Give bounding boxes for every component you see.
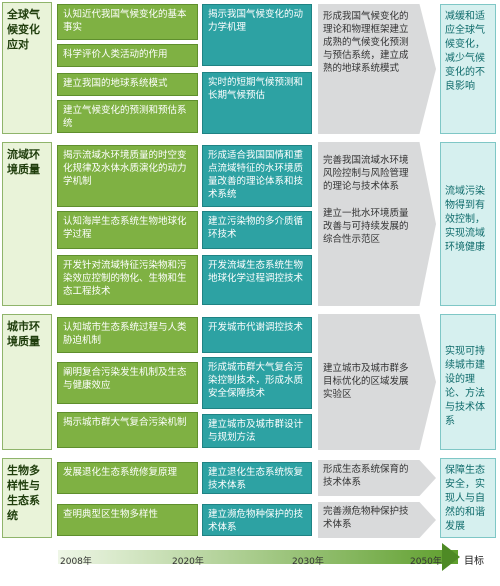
science-text: 查明典型区生物多样性 (63, 509, 159, 520)
science-box: 查明典型区生物多样性 (57, 504, 198, 536)
science-box: 揭示城市群大气复合污染机制 (57, 412, 198, 448)
goal-text: 保障生态安全，实现人与自然的和谐发展 (445, 465, 485, 532)
tech-text: 实时的短期气候预测和长期气候预估 (208, 77, 304, 101)
science-text: 揭示流域水环境质量的时空变化规律及水体水质演化的动力学机制 (63, 150, 187, 187)
science-text: 认知海岸生态系统生物地球化学过程 (63, 216, 187, 240)
category-label: 生物多样性与生态系统 (7, 464, 40, 522)
tech-text: 建立城市及城市群设计与规划方法 (208, 419, 304, 443)
system-text: 完善濒危物种保护技术体系 (323, 506, 409, 530)
category-label: 城市环境质量 (7, 320, 40, 348)
tech-text: 开发流域生态系统生物地球化学过程调控技术 (208, 260, 304, 284)
science-box: 科学评价人类活动的作用 (57, 44, 198, 67)
category-label: 全球气候变化应对 (7, 8, 40, 51)
category-label: 流域环境质量 (7, 148, 40, 176)
science-text: 科学评价人类活动的作用 (63, 49, 168, 60)
science-text: 建立我国的地球系统模式 (63, 78, 168, 89)
timeline-arrow-icon (442, 543, 460, 571)
system-text: 建立一批水环境质量改善与可持续发展的综合性示范区 (323, 208, 409, 245)
goal-water: 流域污染物得到有效控制，实现流域环境健康 (440, 142, 496, 306)
science-box: 建立我国的地球系统模式 (57, 73, 198, 96)
timeline-tick: 2020年 (172, 557, 204, 567)
category-urban: 城市环境质量 (2, 314, 52, 450)
system-chevron: 形成我国气候变化的理论和物理框架建立成熟的气候变化预测与预估系统，建立成熟的地球… (318, 4, 436, 134)
science-text: 发展退化生态系统修复原理 (63, 467, 178, 478)
timeline-tick: 2050年 (410, 557, 442, 567)
goal-climate: 减缓和适应全球气候变化，减少气候变化的不良影响 (440, 4, 496, 134)
tech-box: 形成适合我国国情和重点流域特征的水环境质量改善的理论体系和技术系统 (202, 145, 312, 207)
science-box: 揭示流域水环境质量的时空变化规律及水体水质演化的动力学机制 (57, 145, 198, 207)
science-text: 认知城市生态系统过程与人类胁迫机制 (63, 322, 187, 346)
science-box: 开发针对流域特征污染物和污染效应控制的物化、生物和生态工程技术 (57, 255, 198, 305)
system-chevron: 建立城市及城市群多目标优化的区域发展实验区 (318, 314, 436, 450)
system-chevron: 形成生态系统保育的技术体系 (318, 460, 436, 496)
science-text: 认知近代我国气候变化的基本事实 (63, 9, 187, 33)
tech-box: 开发城市代谢调控技术 (202, 317, 312, 353)
system-text: 形成我国气候变化的理论和物理框架建立成熟的气候变化预测与预估系统，建立成熟的地球… (323, 11, 409, 74)
tech-box: 揭示我国气候变化的动力学机理 (202, 4, 312, 66)
goal-urban: 实现可持续城市建设的理论、方法与技术体系 (440, 314, 496, 450)
goal-text: 减缓和适应全球气候变化，减少气候变化的不良影响 (445, 11, 485, 92)
science-box: 建立气候变化的预测和预估系统 (57, 100, 198, 133)
tech-box: 建立退化生态系统恢复技术体系 (202, 462, 312, 494)
science-text: 建立气候变化的预测和预估系统 (63, 105, 187, 129)
system-chevron: 完善濒危物种保护技术体系 (318, 502, 436, 538)
timeline-tick: 2030年 (292, 557, 324, 567)
category-water: 流域环境质量 (2, 142, 52, 306)
tech-text: 形成城市群大气复合污染控制技术，形成水质安全保障技术 (208, 362, 304, 399)
category-climate: 全球气候变化应对 (2, 2, 52, 134)
goal-bio: 保障生态安全，实现人与自然的和谐发展 (440, 458, 496, 538)
system-chevron: 完善我国流域水环境风险控制与风险管理的理论与技术体系 建立一批水环境质量改善与可… (318, 142, 436, 306)
science-box: 认知海岸生态系统生物地球化学过程 (57, 211, 198, 249)
tech-text: 揭示我国气候变化的动力学机理 (208, 9, 304, 33)
science-box: 认知近代我国气候变化的基本事实 (57, 4, 198, 40)
tech-box: 开发流域生态系统生物地球化学过程调控技术 (202, 255, 312, 305)
tech-text: 开发城市代谢调控技术 (208, 322, 304, 333)
science-box: 发展退化生态系统修复原理 (57, 462, 198, 494)
goal-text: 流域污染物得到有效控制，实现流域环境健康 (445, 186, 485, 253)
science-text: 阐明复合污染发生机制及生态与健康效应 (63, 367, 187, 391)
science-text: 揭示城市群大气复合污染机制 (63, 417, 187, 428)
science-box: 阐明复合污染发生机制及生态与健康效应 (57, 362, 198, 404)
tech-box: 建立污染物的多介质循环技术 (202, 211, 312, 249)
timeline-tick: 2008年 (60, 557, 92, 567)
science-box: 认知城市生态系统过程与人类胁迫机制 (57, 317, 198, 353)
tech-text: 形成适合我国国情和重点流域特征的水环境质量改善的理论体系和技术系统 (208, 150, 304, 200)
system-text: 建立城市及城市群多目标优化的区域发展实验区 (323, 363, 409, 400)
system-text: 完善我国流域水环境风险控制与风险管理的理论与技术体系 (323, 155, 409, 192)
tech-text: 建立退化生态系统恢复技术体系 (208, 467, 304, 491)
tech-box: 建立濒危物种保护的技术体系 (202, 504, 312, 536)
category-bio: 生物多样性与生态系统 (2, 458, 52, 538)
tech-box: 实时的短期气候预测和长期气候预估 (202, 72, 312, 134)
goal-text: 实现可持续城市建设的理论、方法与技术体系 (445, 346, 485, 427)
timeline-bar (58, 550, 458, 564)
tech-box: 建立城市及城市群设计与规划方法 (202, 414, 312, 448)
tech-text: 建立污染物的多介质循环技术 (208, 216, 304, 240)
tech-box: 形成城市群大气复合污染控制技术，形成水质安全保障技术 (202, 357, 312, 409)
system-text: 形成生态系统保育的技术体系 (323, 464, 409, 488)
timeline-goal-label: 目标 (464, 556, 484, 567)
tech-text: 建立濒危物种保护的技术体系 (208, 509, 304, 533)
science-text: 开发针对流域特征污染物和污染效应控制的物化、生物和生态工程技术 (63, 260, 187, 297)
